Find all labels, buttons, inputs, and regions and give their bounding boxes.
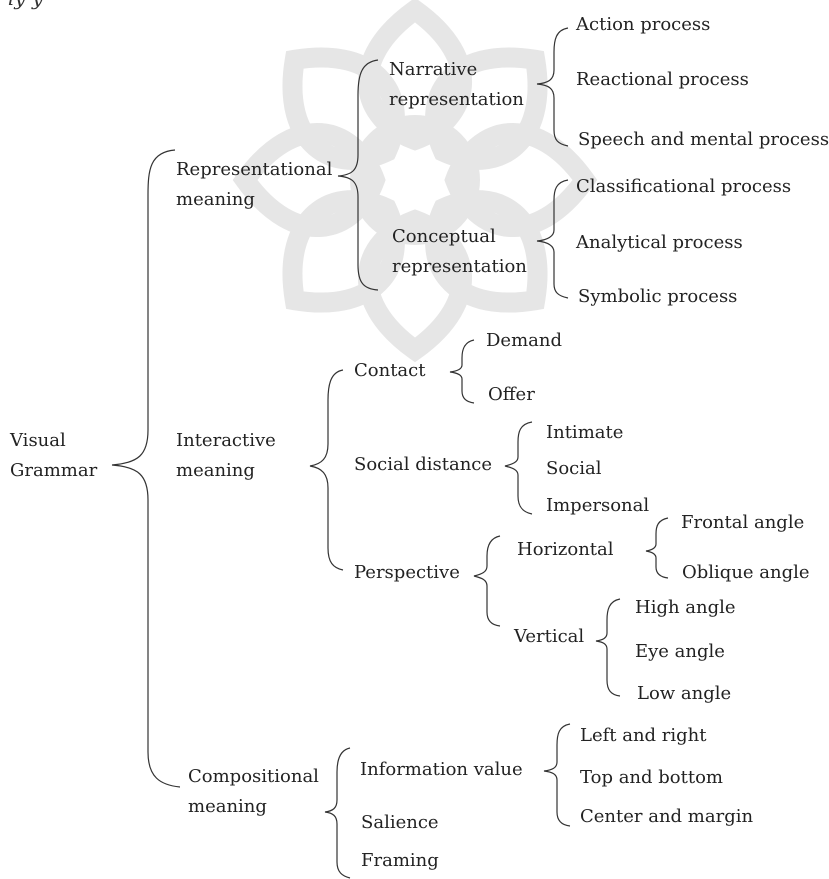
- node-conceptual-representation: Conceptual representation: [392, 226, 527, 277]
- node-compositional-meaning: Compositional meaning: [188, 766, 319, 817]
- brace-conceptual: [536, 179, 569, 299]
- node-horizontal: Horizontal: [517, 539, 614, 560]
- brace-narrative: [536, 27, 569, 147]
- leaf-analytical-process: Analytical process: [576, 232, 743, 253]
- brace-contact: [449, 339, 475, 404]
- leaf-center-and-margin: Center and margin: [580, 806, 754, 827]
- brace-info-value: [543, 723, 571, 827]
- leaf-top-and-bottom: Top and bottom: [580, 767, 723, 788]
- brace-social: [504, 421, 533, 515]
- leaf-impersonal: Impersonal: [546, 495, 650, 516]
- node-interactive-meaning: Interactive meaning: [176, 430, 276, 481]
- brace-vertical: [595, 598, 621, 697]
- leaf-high-angle: High angle: [635, 597, 736, 618]
- node-contact: Contact: [354, 360, 426, 381]
- node-representational-meaning: Representational meaning: [176, 159, 333, 210]
- node-salience: Salience: [361, 812, 439, 833]
- rosette-petal: [425, 190, 548, 313]
- leaf-left-and-right: Left and right: [580, 725, 707, 746]
- caption-fragment: ly y: [8, 0, 43, 10]
- brace-compositional: [324, 747, 351, 879]
- node-framing: Framing: [361, 850, 439, 871]
- node-vertical: Vertical: [514, 626, 585, 647]
- leaf-speech-mental-process: Speech and mental process: [578, 129, 829, 150]
- brace-interactive: [309, 369, 344, 571]
- leaf-offer: Offer: [488, 384, 535, 405]
- rosette-core: [350, 115, 480, 245]
- node-narrative-representation: Narrative representation: [389, 59, 524, 110]
- leaf-eye-angle: Eye angle: [635, 641, 725, 662]
- leaf-symbolic-process: Symbolic process: [578, 286, 738, 307]
- leaf-intimate: Intimate: [546, 422, 624, 443]
- leaf-low-angle: Low angle: [637, 683, 732, 704]
- rosette-petal: [282, 47, 405, 170]
- brace-perspective: [473, 535, 501, 627]
- rosette-petal: [357, 0, 473, 151]
- node-perspective: Perspective: [354, 562, 460, 583]
- node-information-value: Information value: [360, 759, 523, 780]
- rosette-petal: [232, 122, 386, 238]
- leaf-reactional-process: Reactional process: [576, 69, 749, 90]
- rosette-petal: [444, 122, 598, 238]
- rosette-petal: [425, 47, 548, 170]
- rosette-petal: [357, 209, 473, 363]
- leaf-classificational-process: Classificational process: [576, 176, 792, 197]
- brace-horizontal: [645, 517, 669, 579]
- leaf-action-process: Action process: [576, 14, 711, 35]
- leaf-social: Social: [546, 458, 602, 479]
- node-social-distance: Social distance: [354, 454, 493, 475]
- brace-root: [111, 149, 181, 788]
- leaf-demand: Demand: [486, 330, 562, 351]
- rosette-petal: [282, 190, 405, 313]
- leaf-oblique-angle: Oblique angle: [682, 562, 810, 583]
- node-visual-grammar: Visual Grammar: [10, 430, 98, 481]
- brace-representational: [337, 59, 379, 291]
- leaf-frontal-angle: Frontal angle: [681, 512, 805, 533]
